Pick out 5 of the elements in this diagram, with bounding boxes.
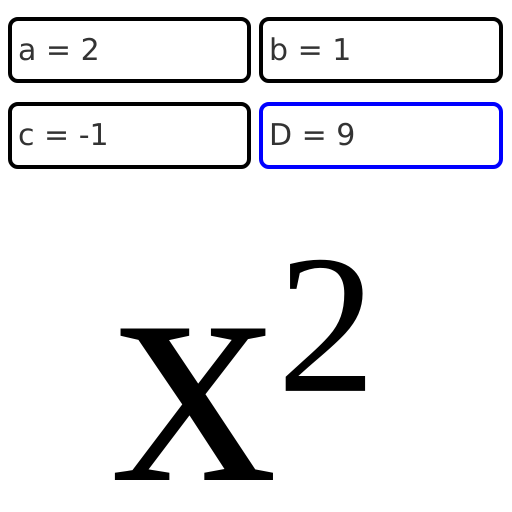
- formula-text: x$^{2}$: [112, 205, 376, 512]
- value-field: c = -1: [8, 102, 251, 169]
- value-field: b = 1: [259, 17, 503, 83]
- value-field: a = 2: [8, 17, 251, 83]
- value-field: D = 9: [259, 102, 503, 169]
